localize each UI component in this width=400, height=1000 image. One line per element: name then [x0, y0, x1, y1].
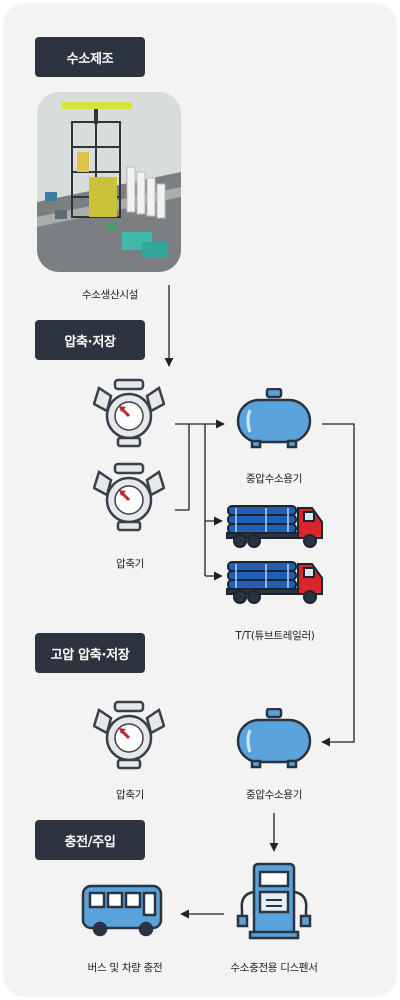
connector-compressors [175, 423, 190, 511]
compressor-icon [92, 462, 166, 532]
bus-icon [80, 883, 166, 939]
dispenser-caption: 수소충전용 디스펜서 [230, 962, 318, 974]
hydrogen-dispenser-icon [236, 862, 312, 940]
bus-caption: 버스 및 차량 충전 [87, 962, 163, 974]
section-badge-charging: 충전/주입 [35, 820, 145, 860]
storage-caption: 중압수소용기 [245, 473, 303, 485]
compressor-caption-2: 압축기 [115, 789, 145, 801]
storage-caption-2: 중압수소용기 [245, 789, 303, 801]
compressor-icon [92, 700, 166, 770]
section-badge-compression: 압축·저장 [35, 320, 145, 360]
hydrogen-tank-icon [236, 387, 312, 450]
facility-caption: 수소생산시설 [81, 289, 139, 301]
hydrogen-plant-image [37, 92, 181, 272]
arrow-storage-to-storage [321, 423, 355, 747]
tube-trailer-caption: T/T(튜브트레일러) [235, 630, 315, 642]
compressor-caption: 압축기 [115, 558, 145, 570]
hydrogen-tank-icon [236, 707, 312, 770]
section-badge-production: 수소제조 [35, 37, 145, 77]
tube-trailer-icon [225, 500, 324, 550]
compressor-icon [92, 378, 166, 448]
section-badge-high-pressure: 고압 압축·저장 [35, 633, 145, 673]
tube-trailer-icon [225, 556, 324, 606]
